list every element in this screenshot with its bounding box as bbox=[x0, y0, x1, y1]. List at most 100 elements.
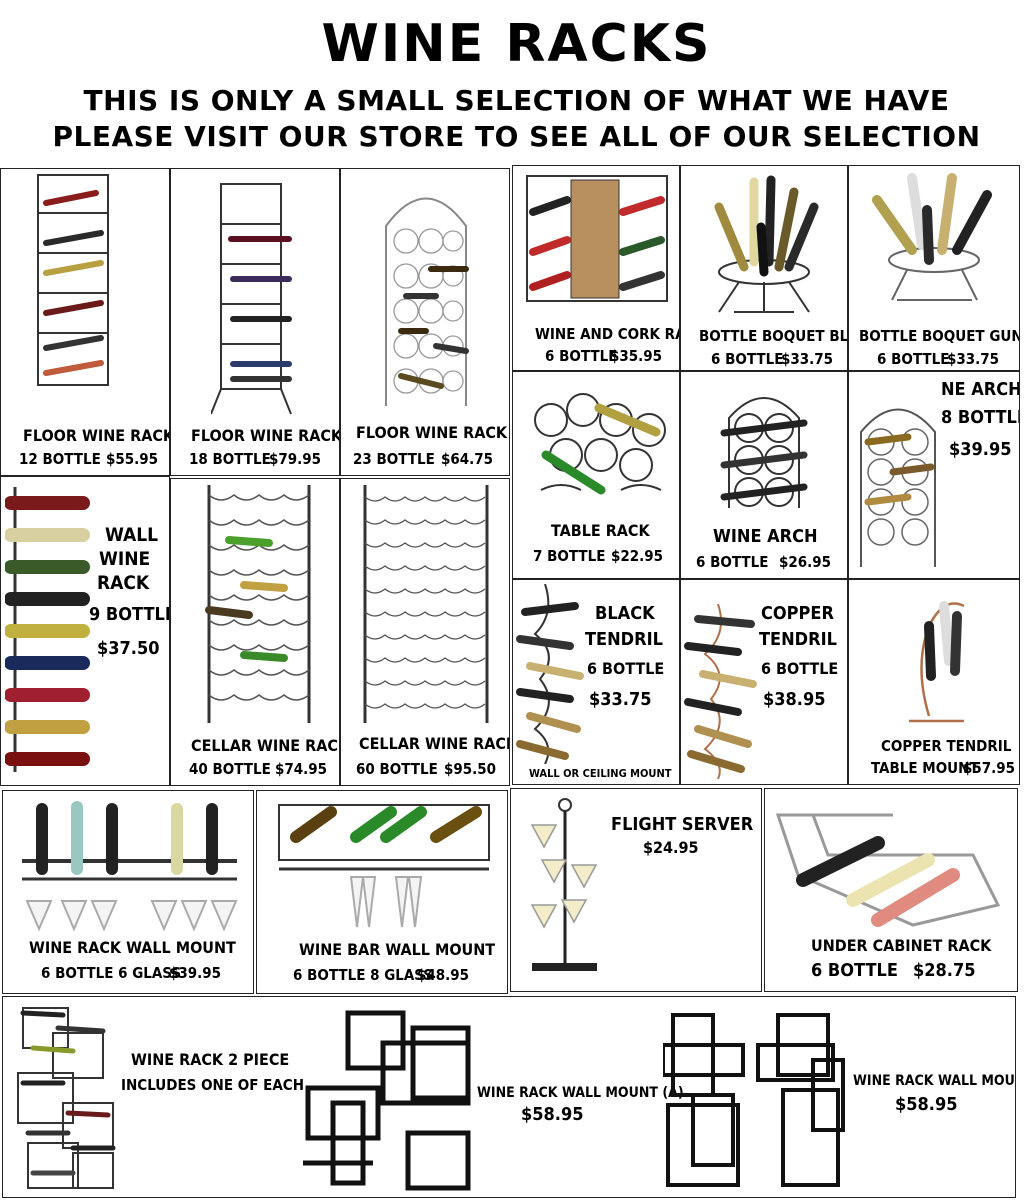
product-card-winebar[interactable]: WINE BAR WALL MOUNT 6 BOTTLE 8 GLASS $48… bbox=[256, 790, 508, 994]
product-price: $33.75 bbox=[781, 350, 834, 368]
product-name: WINE RACK 2 PIECE bbox=[131, 1050, 290, 1069]
wine-bar-image bbox=[278, 804, 490, 928]
product-detail: INCLUDES ONE OF EACH bbox=[121, 1076, 305, 1094]
product-name-line2: TENDRIL bbox=[759, 629, 837, 650]
product-price: $48.95 bbox=[417, 966, 470, 984]
product-card-floor18[interactable]: FLOOR WINE RACK 18 BOTTLE $79.95 bbox=[170, 168, 340, 476]
product-price: $33.75 bbox=[589, 689, 652, 710]
product-price: $58.95 bbox=[521, 1104, 584, 1125]
product-price: $39.95 bbox=[169, 964, 222, 982]
product-price: $33.75 bbox=[947, 350, 1000, 368]
product-price: $79.95 bbox=[269, 450, 322, 468]
product-detail: 23 BOTTLE bbox=[353, 450, 435, 468]
product-name: TABLE RACK bbox=[551, 521, 650, 540]
subtitle-line-2: PLEASE VISIT OUR STORE TO SEE ALL OF OUR… bbox=[52, 120, 981, 153]
product-name: FLIGHT SERVER bbox=[611, 814, 754, 835]
product-card-coppertendril[interactable]: COPPER TENDRIL 6 BOTTLE $38.95 bbox=[680, 579, 848, 785]
product-detail: 6 BOTTLE bbox=[587, 659, 665, 678]
cellar-rack-60-image bbox=[363, 485, 489, 723]
floor-rack-23-image bbox=[385, 197, 469, 406]
product-name: WINE ARCH bbox=[713, 526, 818, 547]
product-price: $74.95 bbox=[275, 760, 328, 778]
wine-cork-rack-image bbox=[526, 175, 668, 302]
product-name: BOTTLE BOQUET BLACK bbox=[699, 327, 848, 345]
product-card-floor12[interactable]: FLOOR WINE RACK 12 BOTTLE $55.95 bbox=[0, 168, 170, 476]
product-card-blacktendril[interactable]: BLACK TENDRIL 6 BOTTLE $33.75 WALL OR CE… bbox=[512, 579, 680, 785]
product-card-table[interactable]: TABLE RACK 7 BOTTLE $22.95 bbox=[512, 371, 680, 579]
product-detail: 6 BOTTLE bbox=[696, 553, 769, 571]
product-name: NE ARCH bbox=[941, 379, 1020, 400]
product-name: WINE BAR WALL MOUNT bbox=[299, 940, 496, 959]
product-name: WINE RACK WALL MOUNT (A) bbox=[477, 1085, 684, 1101]
product-name: COPPER TENDRIL bbox=[881, 737, 1012, 755]
product-price: $26.95 bbox=[779, 553, 832, 571]
page-title: WINE RACKS bbox=[321, 14, 712, 74]
black-tendril-image bbox=[516, 584, 584, 764]
product-card-boqblack[interactable]: BOTTLE BOQUET BLACK 6 BOTTLE $33.75 bbox=[680, 165, 848, 371]
product-price: $22.95 bbox=[611, 547, 664, 565]
product-card-cellar40[interactable]: CELLAR WINE RACK 40 BOTTLE $74.95 bbox=[170, 478, 340, 786]
product-name: WINE RACK WALL MOUNT (B) bbox=[853, 1073, 1015, 1089]
product-name: WINE RACK WALL MOUNT bbox=[29, 938, 236, 957]
product-card-undercab[interactable]: UNDER CABINET RACK 6 BOTTLE $28.75 bbox=[764, 788, 1018, 992]
product-name: FLOOR WINE RACK bbox=[191, 426, 340, 445]
product-detail: 6 BOTTLE 6 GLASS bbox=[41, 964, 182, 982]
floor-rack-18-image bbox=[211, 183, 292, 415]
product-card-arch8[interactable]: NE ARCH 8 BOTTLE $39.95 bbox=[848, 371, 1020, 579]
product-detail: 6 BOTTLE bbox=[545, 347, 618, 365]
product-name: CELLAR WINE RACK bbox=[191, 736, 340, 755]
copper-tendril-table-image bbox=[909, 601, 965, 723]
product-price: $24.95 bbox=[643, 838, 699, 857]
subtitle-line-1: THIS IS ONLY A SMALL SELECTION OF WHAT W… bbox=[83, 84, 950, 117]
product-card-floor23[interactable]: FLOOR WINE RACK 23 BOTTLE $64.75 bbox=[340, 168, 510, 476]
product-detail: 40 BOTTLE bbox=[189, 760, 271, 778]
wall-mount-a-image bbox=[303, 1010, 471, 1191]
product-price: $57.95 bbox=[963, 759, 1016, 777]
product-card-wall-sculptures[interactable]: WINE RACK 2 PIECE INCLUDES ONE OF EACH W… bbox=[2, 996, 1016, 1198]
product-name: BOTTLE BOQUET GUNMETAL bbox=[859, 327, 1019, 345]
product-detail: 6 BOTTLE bbox=[877, 350, 950, 368]
under-cabinet-rack-image bbox=[775, 813, 1001, 927]
copper-tendril-image bbox=[684, 604, 757, 779]
bottle-boquet-black-image bbox=[714, 175, 819, 313]
product-card-boqgun[interactable]: BOTTLE BOQUET GUNMETAL 6 BOTTLE $33.75 bbox=[848, 165, 1020, 371]
product-price: $58.95 bbox=[895, 1094, 958, 1115]
cellar-rack-40-image bbox=[205, 485, 311, 723]
product-price: $35.95 bbox=[610, 347, 663, 365]
product-price: $39.95 bbox=[949, 439, 1012, 460]
two-piece-rack-image bbox=[17, 1007, 116, 1189]
product-price: $55.95 bbox=[106, 450, 159, 468]
product-detail: 7 BOTTLE bbox=[533, 547, 606, 565]
floor-rack-12-image bbox=[37, 174, 109, 386]
flight-server-image bbox=[530, 798, 598, 971]
product-price: $38.95 bbox=[763, 689, 826, 710]
product-name-line3: RACK bbox=[97, 572, 150, 594]
product-detail: 6 BOTTLE bbox=[711, 350, 784, 368]
product-name-line2: TENDRIL bbox=[585, 629, 663, 650]
product-card-wallmount[interactable]: WINE RACK WALL MOUNT 6 BOTTLE 6 GLASS $3… bbox=[2, 790, 254, 994]
product-price: $37.50 bbox=[97, 638, 160, 659]
product-detail: 8 BOTTLE bbox=[941, 407, 1020, 428]
product-card-arch6[interactable]: WINE ARCH 6 BOTTLE $26.95 bbox=[680, 371, 848, 579]
product-detail: 60 BOTTLE bbox=[356, 760, 438, 778]
product-card-flight[interactable]: FLIGHT SERVER $24.95 bbox=[510, 788, 762, 992]
product-name: FLOOR WINE RACK bbox=[23, 426, 170, 445]
product-detail: 18 BOTTLE bbox=[189, 450, 271, 468]
wall-mount-rack-image bbox=[22, 801, 238, 932]
product-price: $95.50 bbox=[444, 760, 497, 778]
product-name: UNDER CABINET RACK bbox=[811, 936, 992, 955]
product-card-coppertable[interactable]: COPPER TENDRIL TABLE MOUNT $57.95 bbox=[848, 579, 1020, 785]
wine-arch-8-image bbox=[860, 408, 936, 567]
product-detail: TABLE MOUNT bbox=[871, 759, 979, 777]
product-detail: 9 BOTTLE bbox=[89, 604, 170, 625]
product-detail: 6 BOTTLE 8 GLASS bbox=[293, 966, 434, 984]
product-card-wall9[interactable]: WALL WINE RACK 9 BOTTLE $37.50 bbox=[0, 476, 170, 786]
product-card-winecork[interactable]: WINE AND CORK RACK 6 BOTTLE $35.95 bbox=[512, 165, 680, 371]
mount-note: WALL OR CEILING MOUNT bbox=[529, 767, 672, 780]
product-detail: 6 BOTTLE bbox=[761, 659, 839, 678]
product-detail: 12 BOTTLE bbox=[19, 450, 101, 468]
product-price: $28.75 bbox=[913, 960, 976, 981]
product-card-cellar60[interactable]: CELLAR WINE RACK 60 BOTTLE $95.50 bbox=[340, 478, 510, 786]
product-name-line1: COPPER bbox=[761, 603, 834, 624]
product-name: FLOOR WINE RACK bbox=[356, 423, 508, 442]
